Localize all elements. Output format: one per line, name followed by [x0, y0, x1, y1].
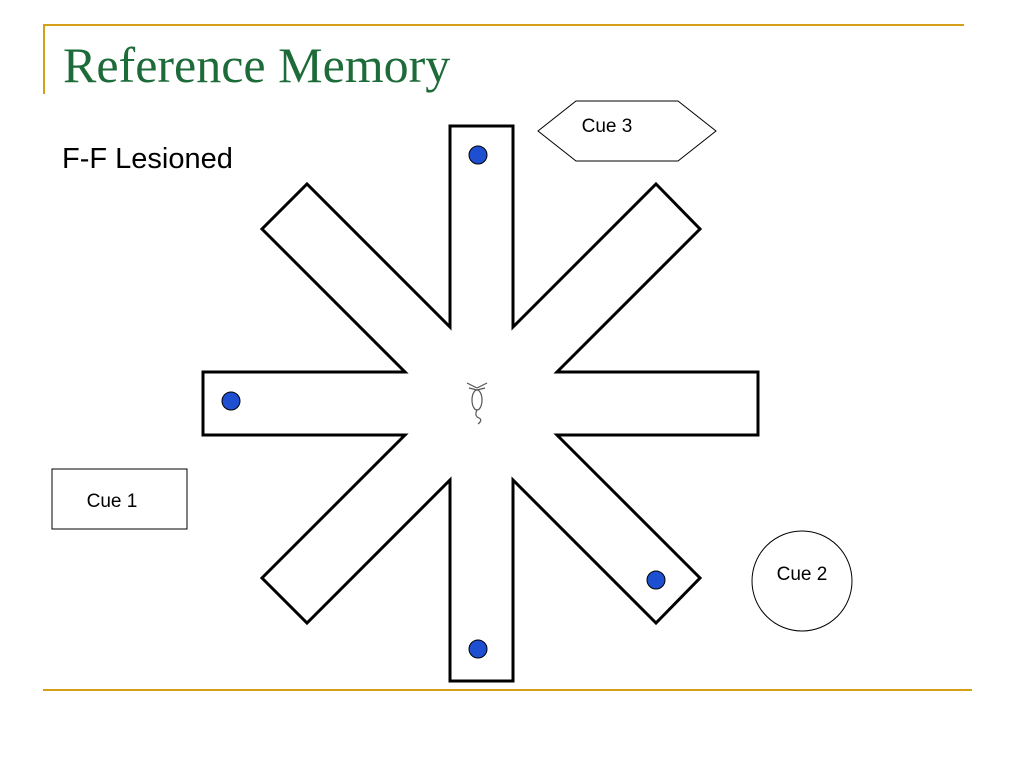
food-pellet-south: [468, 639, 488, 659]
food-pellet-southeast: [646, 570, 666, 590]
cue-2: Cue 2: [751, 530, 853, 632]
cue-1: Cue 1: [51, 468, 188, 530]
cue-2-label: Cue 2: [777, 564, 828, 585]
left-rule: [43, 24, 45, 94]
top-rule: [43, 24, 964, 26]
cue-1-label: Cue 1: [87, 491, 138, 512]
slide-title: Reference Memory: [63, 37, 451, 93]
cue-3-label: Cue 3: [582, 116, 633, 137]
condition-label: F-F Lesioned: [62, 143, 233, 175]
rat-icon: [466, 382, 488, 425]
bottom-rule: [43, 689, 972, 691]
cue-3: Cue 3: [537, 100, 717, 162]
cue-2-circle: [751, 530, 853, 632]
cue-1-box: [51, 468, 188, 530]
cue-3-hexagon: [537, 100, 717, 162]
food-pellet-north: [468, 145, 488, 165]
food-pellet-west: [221, 391, 241, 411]
